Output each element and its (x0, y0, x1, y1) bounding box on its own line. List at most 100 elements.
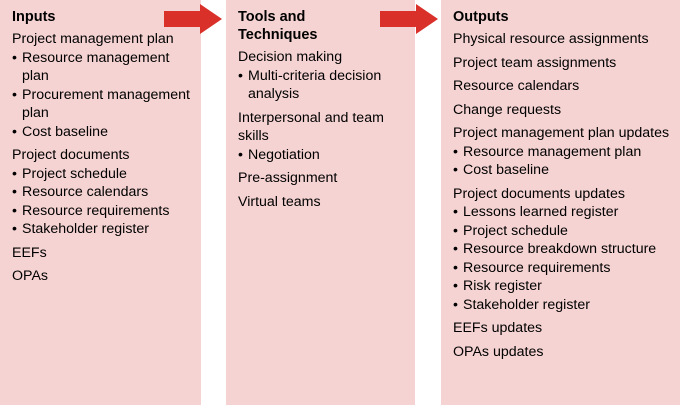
inputs-group-title: Project management plan (12, 31, 174, 47)
tools-group-title: Interpersonal and team skills (238, 109, 384, 145)
outputs-group-title: EEFs updates (453, 320, 543, 336)
tools-bullet-text: Negotiation (248, 146, 320, 163)
bullet-icon: • (238, 67, 243, 84)
outputs-bullet-text: Risk register (463, 278, 542, 294)
arrow-right-icon (380, 4, 438, 34)
outputs-bullet-item: • Stakeholder register (453, 296, 678, 315)
inputs-group: OPAs (12, 267, 197, 286)
inputs-bullet-text: Stakeholder register (22, 221, 149, 237)
bullet-icon: • (453, 278, 458, 294)
outputs-group: OPAs updates (453, 343, 678, 362)
outputs-heading: Outputs (453, 9, 509, 25)
bullet-icon: • (453, 143, 458, 160)
bullet-icon: • (12, 165, 17, 182)
inputs-bullet-text: Resource calendars (22, 184, 149, 200)
inputs-groups: Project management plan • Resource managem… (12, 30, 197, 286)
inputs-bullet-text: Resource requirements (22, 202, 170, 219)
inputs-column: Inputs Project management plan • Resource … (0, 0, 201, 405)
outputs-group: Physical resource assignments (453, 30, 678, 49)
outputs-group-title: OPAs updates (453, 343, 544, 360)
tools-bullet-text: Multi-criteria decision analysis (248, 67, 382, 103)
bullet-icon: • (453, 204, 458, 220)
tools-bullet-list: • Negotiation (238, 146, 411, 165)
outputs-group-title: Project documents updates (453, 185, 625, 202)
inputs-group-title: EEFs (12, 244, 47, 261)
bullet-icon: • (12, 49, 17, 66)
outputs-bullet-item: • Risk register (453, 277, 678, 296)
tools-groups: Decision making • Multi-criteria decision … (238, 48, 411, 211)
inputs-heading: Inputs (12, 9, 56, 25)
outputs-group: Project management plan updates • Resource… (453, 124, 678, 180)
inputs-bullet-text: Cost baseline (22, 123, 108, 140)
inputs-bullet-item: • Project schedule (12, 165, 197, 184)
inputs-bullet-list: • Project schedule • Resource calendars • Res… (12, 165, 197, 239)
outputs-group-title: Project management plan updates (453, 125, 670, 141)
inputs-bullet-item: • Resource requirements (12, 202, 197, 221)
arrow-right-icon (164, 4, 222, 34)
tools-group-title: Virtual teams (238, 193, 321, 210)
bullet-icon: • (12, 184, 17, 200)
inputs-bullet-item: • Cost baseline (12, 123, 197, 142)
outputs-bullet-text: Resource breakdown structure (463, 241, 657, 257)
outputs-bullet-text: Cost baseline (463, 162, 549, 178)
bullet-icon: • (12, 202, 17, 219)
inputs-bullet-item: • Procurement management plan (12, 86, 197, 123)
bullet-icon: • (12, 221, 17, 237)
inputs-bullet-item: • Stakeholder register (12, 220, 197, 239)
outputs-group: Project team assignments (453, 54, 678, 73)
tools-column: Tools and Techniques Decision making • Mul… (226, 0, 415, 405)
bullet-icon: • (453, 222, 458, 239)
bullet-icon: • (453, 296, 458, 313)
inputs-bullet-text: Resource management plan (22, 49, 170, 85)
tools-group: Interpersonal and team skills• Negotiatio… (238, 109, 411, 165)
tools-group-title: Pre-assignment (238, 170, 338, 186)
outputs-bullet-text: Project schedule (463, 222, 568, 239)
outputs-group-title: Resource calendars (453, 78, 580, 94)
tools-bullet-item: • Negotiation (238, 146, 411, 165)
tools-bullet-list: • Multi-criteria decision analysis (238, 67, 411, 104)
inputs-group: EEFs (12, 244, 197, 263)
bullet-icon: • (453, 241, 458, 257)
outputs-group: EEFs updates (453, 319, 678, 338)
inputs-group: Project management plan • Resource managem… (12, 30, 197, 141)
inputs-group-title: OPAs (12, 268, 49, 284)
tools-group: Decision making • Multi-criteria decision … (238, 48, 411, 104)
outputs-group-title: Change requests (453, 101, 562, 118)
outputs-bullet-item: • Resource requirements (453, 259, 678, 278)
outputs-group: Change requests (453, 101, 678, 120)
outputs-group: Resource calendars (453, 77, 678, 96)
outputs-group-title: Physical resource assignments (453, 31, 649, 47)
outputs-bullet-item: • Cost baseline (453, 161, 678, 180)
outputs-group-title: Project team assignments (453, 54, 617, 71)
inputs-bullet-item: • Resource management plan (12, 49, 197, 86)
outputs-bullet-item: • Project schedule (453, 222, 678, 241)
outputs-bullet-list: • Lessons learned register • Project schedu… (453, 203, 678, 314)
outputs-bullet-item: • Resource management plan (453, 143, 678, 162)
outputs-bullet-item: • Resource breakdown structure (453, 240, 678, 259)
tools-group: Pre-assignment (238, 169, 411, 188)
inputs-bullet-text: Project schedule (22, 165, 127, 182)
bullet-icon: • (453, 162, 458, 178)
inputs-group: Project documents • Project schedule • Resou… (12, 146, 197, 239)
tools-bullet-item: • Multi-criteria decision analysis (238, 67, 411, 104)
tools-heading: Tools and Techniques (238, 9, 318, 43)
inputs-bullet-list: • Resource management plan • Procurement ma… (12, 49, 197, 142)
outputs-bullet-text: Resource management plan (463, 143, 642, 160)
tools-group: Virtual teams (238, 193, 411, 212)
outputs-group: Project documents updates • Lessons learne… (453, 185, 678, 315)
inputs-bullet-item: • Resource calendars (12, 183, 197, 202)
outputs-bullet-text: Resource requirements (463, 259, 611, 276)
bullet-icon: • (12, 123, 17, 140)
outputs-bullet-item: • Lessons learned register (453, 203, 678, 222)
inputs-group-title: Project documents (12, 147, 130, 163)
outputs-bullet-text: Lessons learned register (463, 204, 619, 220)
bullet-icon: • (12, 86, 17, 103)
bullet-icon: • (238, 146, 243, 163)
tools-group-title: Decision making (238, 49, 343, 65)
inputs-bullet-text: Procurement management plan (22, 86, 190, 122)
outputs-bullet-text: Stakeholder register (463, 296, 590, 313)
bullet-icon: • (453, 259, 458, 276)
outputs-bullet-list: • Resource management plan • Cost baseline (453, 143, 678, 180)
